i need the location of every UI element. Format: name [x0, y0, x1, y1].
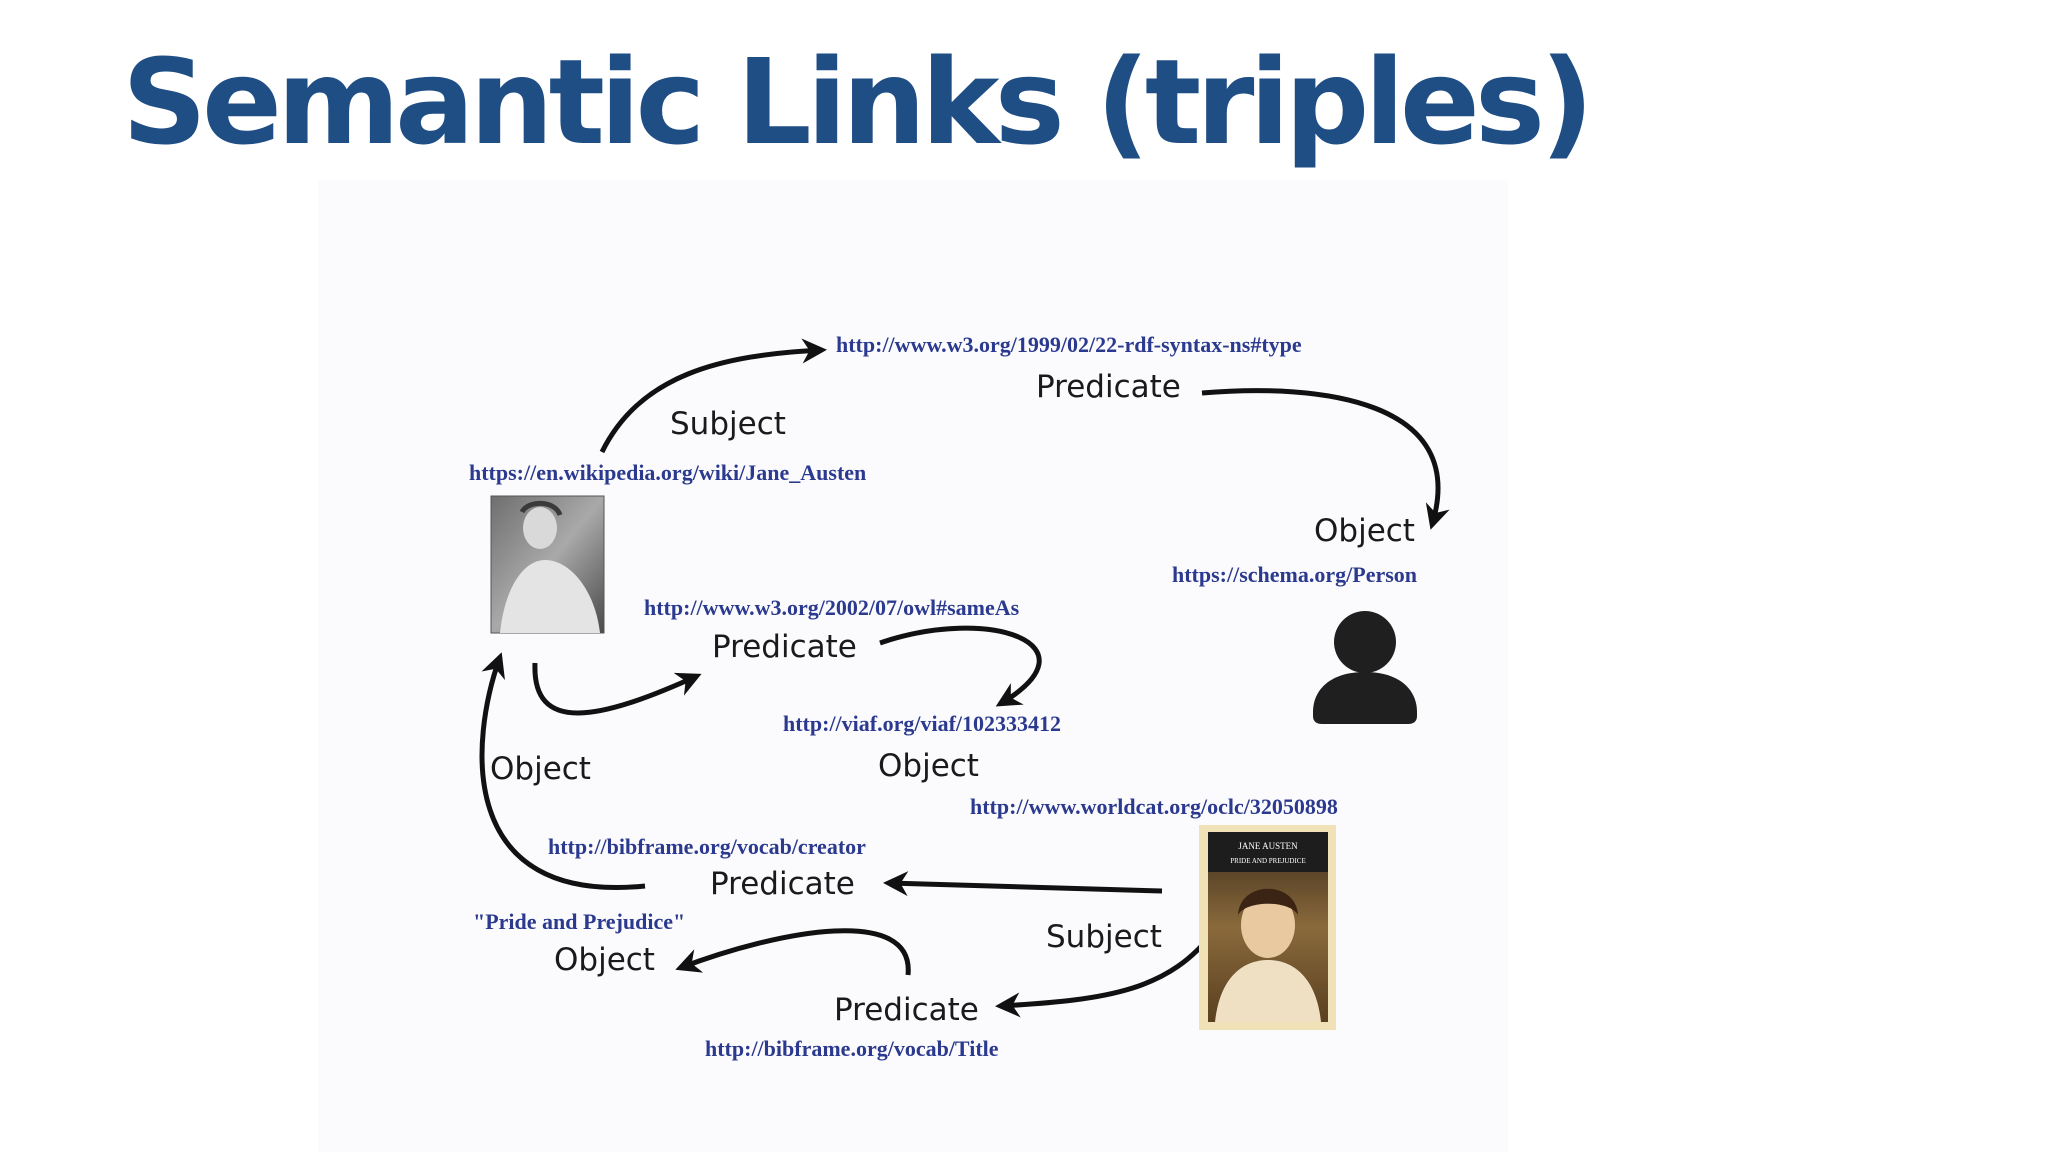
arrow-type-predicate-to-person: [1201, 388, 1450, 530]
creator-predicate-uri: http://bibframe.org/vocab/creator: [548, 834, 866, 859]
creator-predicate-label: Predicate: [710, 866, 855, 902]
arrow-book-to-creator-predicate: [883, 871, 1163, 897]
viaf-object-label: Object: [878, 748, 979, 784]
type-predicate-label: Predicate: [1036, 369, 1181, 405]
jane-austen-portrait: [490, 495, 605, 634]
viaf-uri: http://viaf.org/viaf/102333412: [783, 711, 1061, 736]
title-predicate-label: Predicate: [834, 992, 979, 1028]
book-cover-title: PRIDE AND PREJUDICE: [1230, 857, 1305, 865]
pride-and-prejudice-book-cover: JANE AUSTEN PRIDE AND PREJUDICE: [1199, 825, 1336, 1030]
arrow-austen-to-sameas-predicate: [532, 662, 702, 716]
arrow-title-predicate-to-literal: [675, 928, 911, 976]
austen-uri: https://en.wikipedia.org/wiki/Jane_Auste…: [469, 460, 866, 485]
worldcat-uri: http://www.worldcat.org/oclc/32050898: [970, 794, 1338, 819]
arrow-subject-to-type-predicate: [599, 338, 827, 454]
book-cover-author: JANE AUSTEN: [1238, 841, 1298, 851]
austen-subject-label: Subject: [670, 406, 786, 442]
person-icon: [1313, 611, 1417, 724]
title-predicate-uri: http://bibframe.org/vocab/Title: [705, 1036, 999, 1061]
sameas-predicate-label: Predicate: [712, 629, 857, 665]
person-uri: https://schema.org/Person: [1172, 562, 1417, 587]
arrow-sameas-predicate-to-viaf: [879, 625, 1042, 707]
arrow-book-to-title-predicate: [995, 928, 1217, 1018]
arrow-creator-predicate-to-austen: [479, 652, 646, 890]
person-object-label: Object: [1314, 513, 1415, 549]
title-literal: "Pride and Prejudice": [473, 909, 685, 934]
book-subject-label: Subject: [1046, 919, 1162, 955]
sameas-predicate-uri: http://www.w3.org/2002/07/owl#sameAs: [644, 595, 1020, 620]
austen-object-label: Object: [490, 751, 591, 787]
type-predicate-uri: http://www.w3.org/1999/02/22-rdf-syntax-…: [836, 332, 1302, 357]
title-object-label: Object: [554, 942, 655, 978]
slide-title: Semantic Links (triples): [122, 33, 1594, 171]
